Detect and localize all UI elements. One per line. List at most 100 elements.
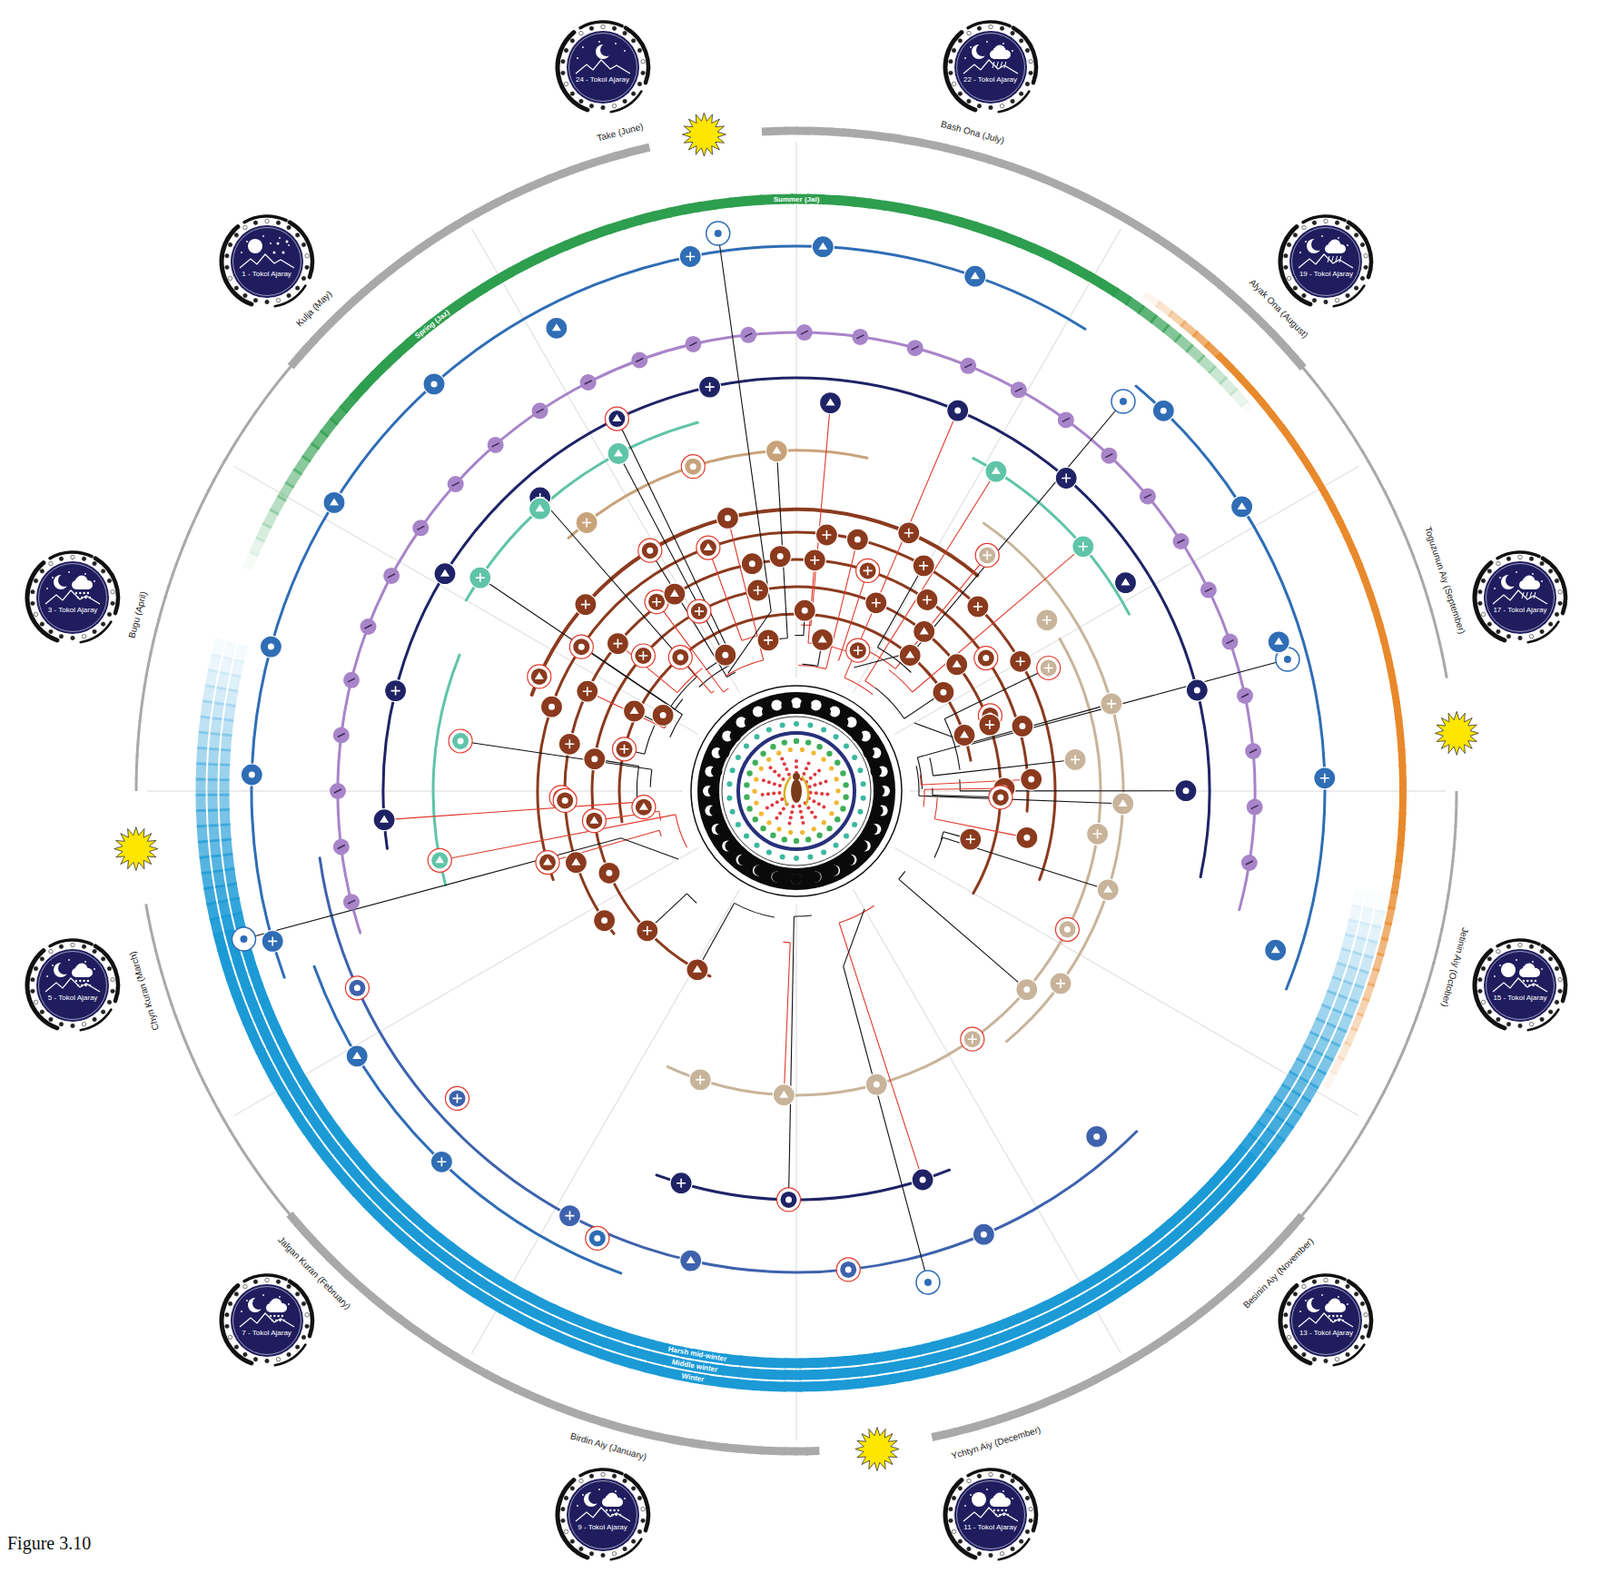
calendar-path (636, 147, 650, 150)
calendar-path (1188, 347, 1203, 360)
medallion-art (941, 18, 1040, 117)
calendar-circle (946, 653, 968, 676)
calendar-g (1057, 411, 1075, 428)
calendar-path (1336, 962, 1343, 979)
calendar-rect (994, 53, 1007, 60)
calendar-path (495, 271, 512, 281)
moon-day-label: 15 - Tokol Ajaray (1492, 993, 1548, 1002)
calendar-path (1349, 919, 1354, 938)
calendar-path (1177, 1221, 1192, 1234)
calendar-circle (1231, 495, 1254, 518)
calendar-circle (1515, 571, 1518, 573)
calendar-path (1192, 1192, 1205, 1205)
calendar-path (222, 899, 227, 918)
calendar-path (1412, 553, 1418, 567)
calendar-circle (558, 732, 581, 755)
calendar-g (583, 748, 606, 771)
calendar-circle (770, 832, 776, 839)
calendar-path (794, 634, 804, 636)
calendar-circle (751, 789, 757, 794)
calendar-path (667, 639, 1101, 1096)
calendar-circle (898, 644, 921, 667)
calendar-path (482, 279, 498, 289)
calendar-path (1313, 1070, 1324, 1087)
calendar-path (1353, 905, 1357, 923)
calendar-g (800, 699, 821, 711)
calendar-path (865, 681, 877, 689)
calendar-path (608, 224, 626, 230)
calendar-circle (975, 543, 999, 567)
calendar-path (1431, 609, 1435, 623)
calendar-g (1096, 879, 1119, 901)
calendar-path (1389, 501, 1395, 514)
calendar-path (687, 893, 698, 903)
calendar-path (1343, 421, 1352, 433)
calendar-path (1003, 236, 1021, 243)
calendar-circle (793, 838, 800, 844)
calendar-g (809, 870, 822, 882)
calendar-g (1185, 679, 1208, 702)
calendar-path (329, 497, 339, 505)
calendar-path (1331, 977, 1338, 994)
calendar-path (614, 152, 628, 157)
calendar-circle (1018, 722, 1026, 730)
calendar-path (456, 217, 469, 225)
calendar-circle (809, 776, 813, 781)
calendar-path (411, 1245, 425, 1258)
calendar-path (1242, 1135, 1254, 1149)
calendar-path (859, 1357, 877, 1360)
calendar-g (593, 909, 616, 932)
calendar-path (179, 542, 185, 555)
calendar-path (500, 1308, 517, 1318)
calendar-path (1204, 588, 1213, 593)
calendar-path (226, 962, 232, 980)
calendar-circle (1293, 232, 1298, 237)
calendar-path (1093, 829, 1103, 839)
calendar-circle (635, 799, 652, 816)
calendar-circle (807, 722, 813, 729)
calendar-circle (777, 553, 784, 560)
calendar-path (1439, 928, 1442, 941)
calendar-circle (843, 833, 850, 840)
calendar-path (333, 408, 346, 423)
calendar-g (612, 737, 637, 761)
calendar-circle (582, 46, 584, 49)
calendar-circle (780, 853, 786, 860)
calendar-path (353, 1280, 364, 1290)
calendar-circle (959, 357, 977, 375)
calendar-path (538, 177, 551, 184)
calendar-path (304, 1231, 314, 1242)
calendar-path (253, 1035, 262, 1052)
calendar-path (435, 1264, 451, 1276)
calendar-path (493, 1290, 509, 1300)
calendar-circle (1487, 568, 1492, 573)
calendar-circle (570, 91, 574, 96)
calendar-path (1261, 1149, 1273, 1165)
calendar-circle (1293, 1292, 1298, 1296)
calendar-circle (826, 825, 832, 831)
calendar-path (916, 765, 919, 796)
calendar-circle (1361, 1302, 1365, 1306)
calendar-path (793, 915, 812, 917)
calendar-path (622, 1335, 639, 1342)
calendar-circle (843, 742, 850, 749)
calendar-g (1264, 938, 1287, 961)
calendar-path (1200, 1200, 1214, 1214)
calendar-circle (1241, 854, 1258, 871)
calendar-path (843, 908, 929, 1283)
calendar-path (505, 1383, 518, 1390)
calendar-circle (634, 647, 652, 664)
calendar-path (963, 59, 1018, 74)
calendar-path (1236, 1274, 1247, 1284)
calendar-rect (1329, 247, 1342, 254)
calendar-circle (1363, 265, 1368, 269)
calendar-g (851, 328, 869, 346)
calendar-path (993, 1333, 1010, 1341)
calendar-circle (1483, 948, 1557, 1022)
calendar-path (1349, 1140, 1357, 1152)
calendar-path (929, 214, 948, 219)
calendar-path (1345, 934, 1351, 952)
calendar-path (863, 565, 873, 575)
calendar-path (136, 742, 140, 757)
calendar-path (570, 166, 583, 171)
